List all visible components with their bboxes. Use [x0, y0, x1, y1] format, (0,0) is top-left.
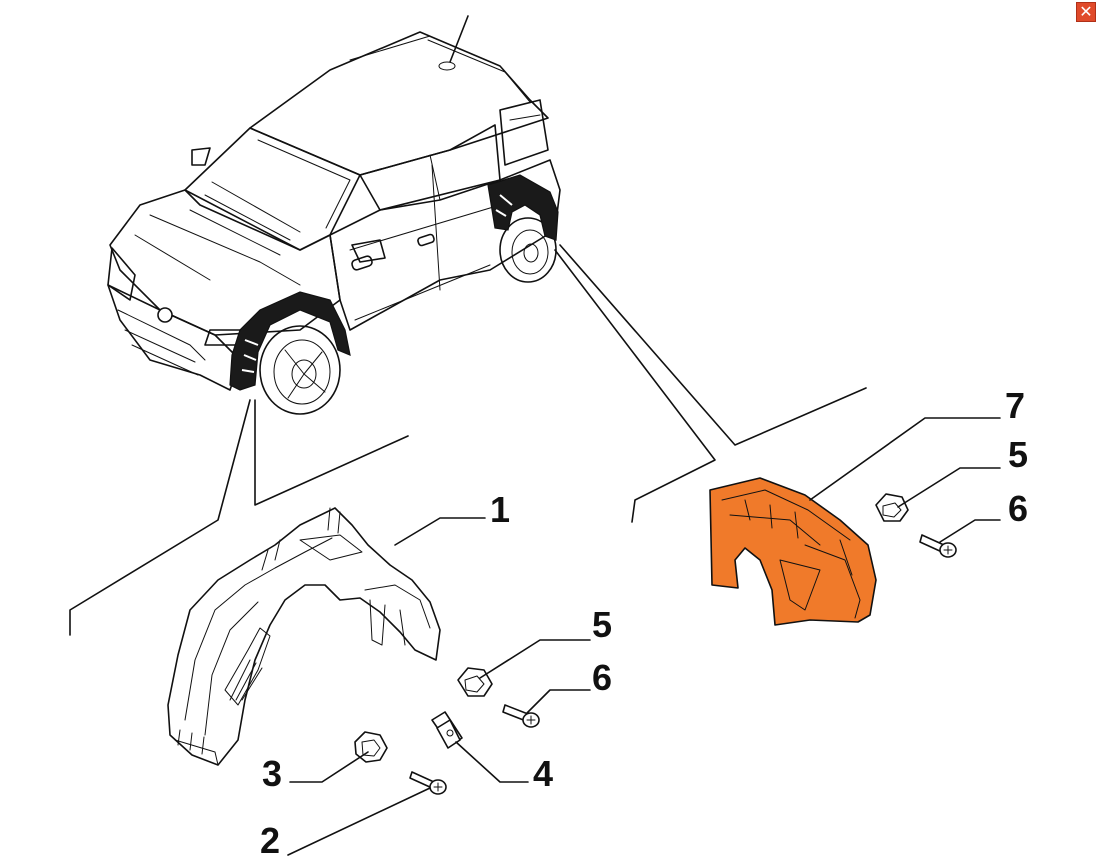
part-6-screw-rear	[919, 534, 957, 558]
callout-6-rear: 6	[1008, 488, 1028, 529]
part-1-front-wheelarch-liner	[167, 507, 441, 766]
part-5-nut-front	[457, 667, 493, 697]
vehicle-illustration	[107, 15, 561, 415]
callout-labels: 1 2 3 4 5 6 5 6 7	[260, 385, 1028, 861]
callout-6-front: 6	[592, 657, 612, 698]
leader-lines	[69, 244, 867, 636]
callout-1: 1	[490, 489, 510, 530]
part-6-screw-front	[502, 704, 540, 728]
callout-2: 2	[260, 820, 280, 861]
part-7-rear-wheelarch-liner	[709, 477, 877, 626]
part-4-clip	[431, 711, 463, 749]
callout-3: 3	[262, 753, 282, 794]
callout-5-rear: 5	[1008, 434, 1028, 475]
callout-7: 7	[1005, 385, 1025, 426]
close-icon[interactable]: ✕	[1076, 2, 1096, 22]
part-5-nut-rear	[875, 493, 909, 522]
part-2-screw	[409, 771, 447, 795]
callout-leaders	[287, 417, 1001, 856]
callout-4: 4	[533, 753, 553, 794]
callout-5-front: 5	[592, 604, 612, 645]
